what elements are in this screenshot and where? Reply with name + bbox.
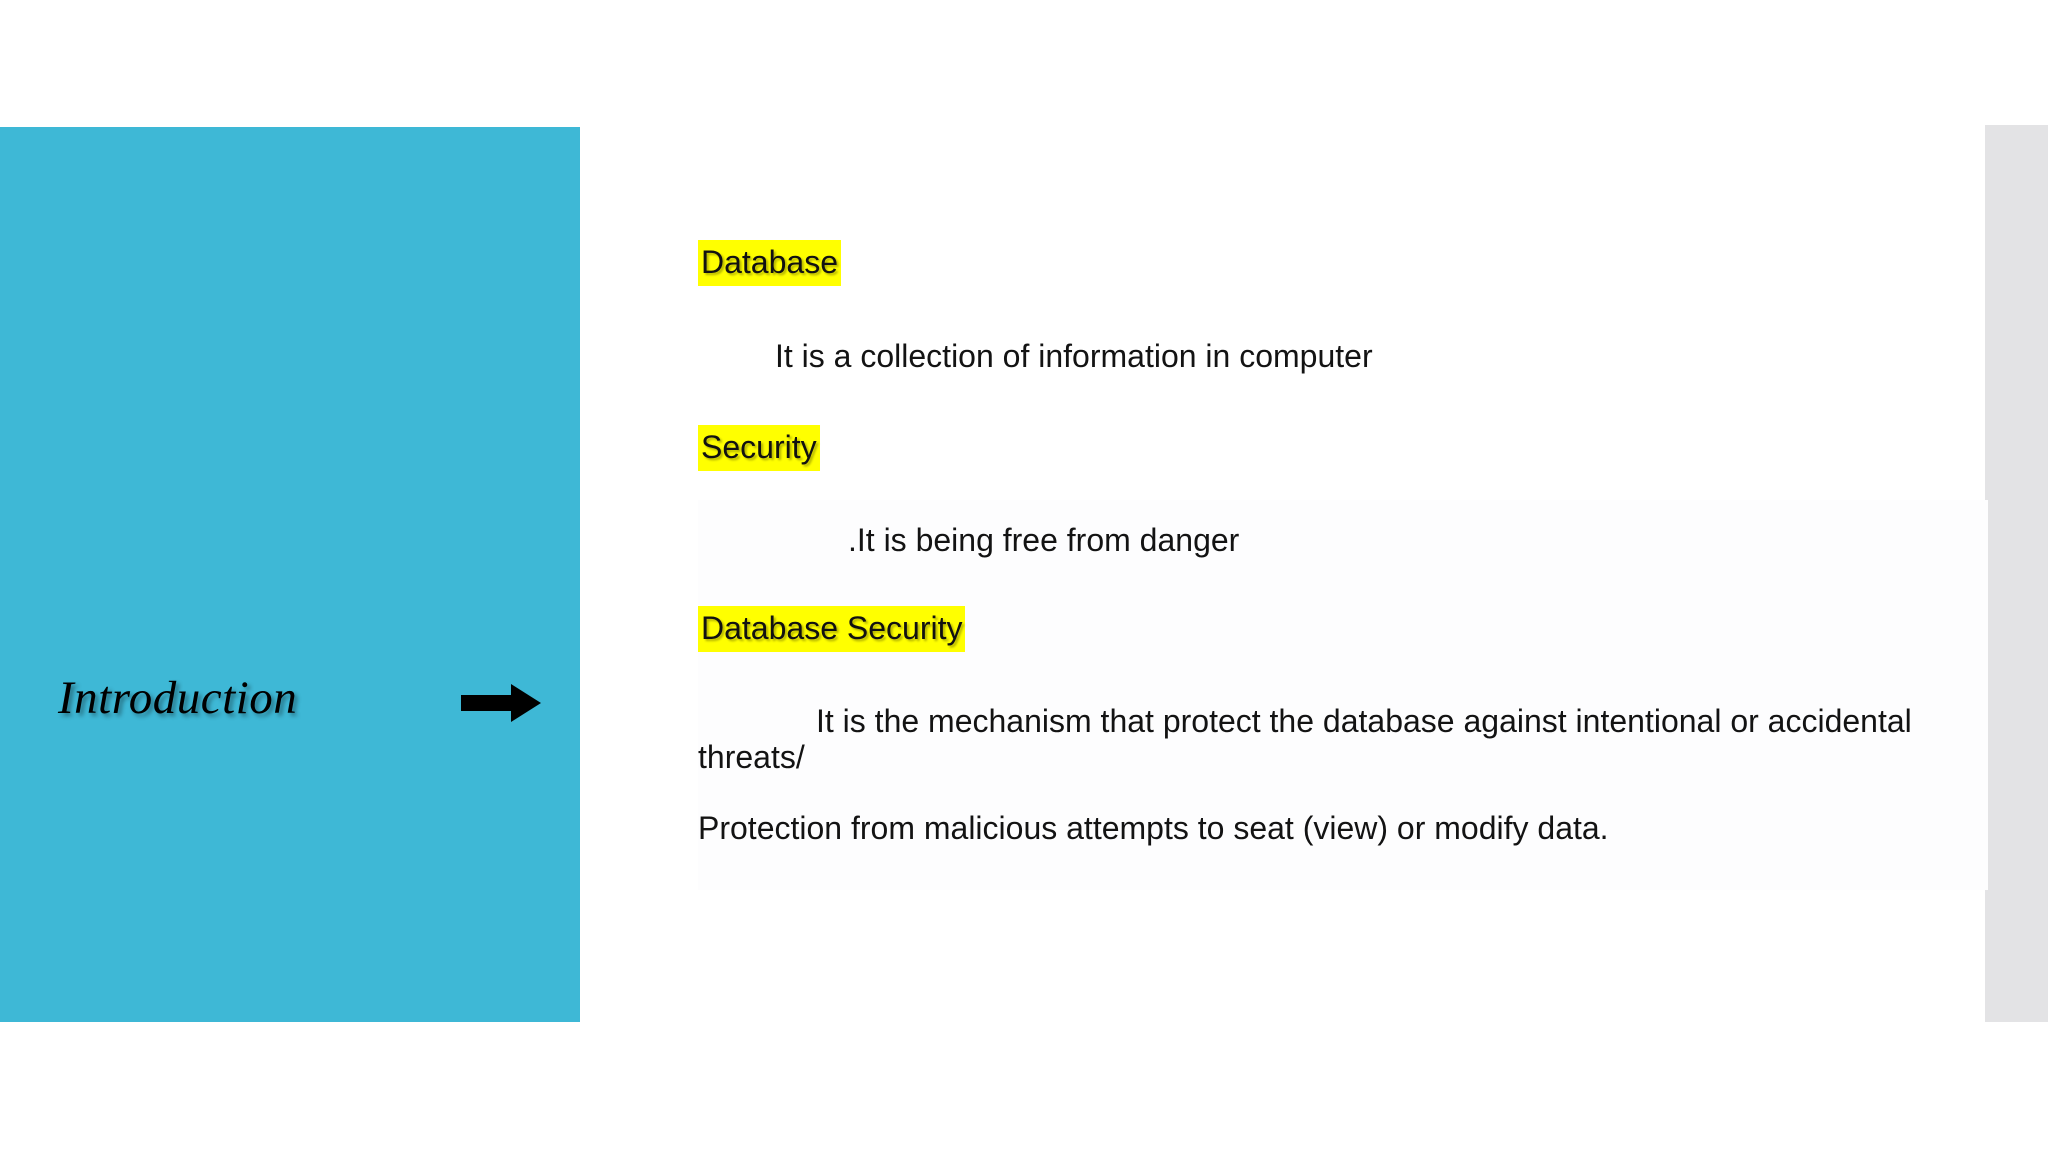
right-side-strip	[1985, 125, 2048, 1022]
heading-security: Security	[698, 425, 820, 471]
slide-title: Introduction	[58, 672, 298, 724]
title-panel: Introduction	[0, 127, 580, 1022]
heading-security-label: Security	[698, 425, 820, 471]
heading-database: Database	[698, 240, 841, 286]
body-database-security-definition: It is the mechanism that protect the dat…	[698, 703, 1912, 775]
content-textbox-backdrop	[698, 500, 1988, 890]
body-protection-statement: Protection from malicious attempts to se…	[698, 810, 1609, 846]
body-security-definition: .It is being free from danger	[848, 522, 1240, 558]
heading-database-security-label: Database Security	[698, 606, 966, 652]
heading-database-label: Database	[698, 240, 841, 286]
right-arrow-icon	[461, 684, 541, 722]
body-database-definition: It is a collection of information in com…	[775, 338, 1373, 374]
heading-database-security: Database Security	[698, 606, 966, 652]
